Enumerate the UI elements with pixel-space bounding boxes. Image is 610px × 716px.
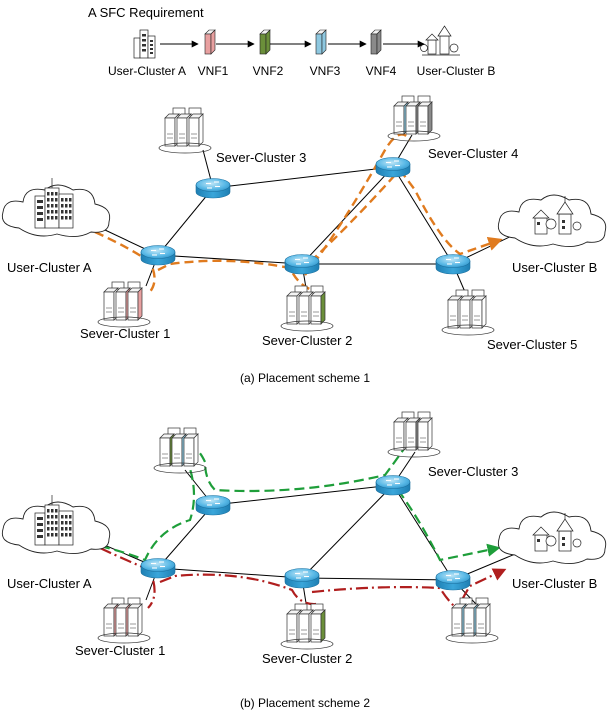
router-2 [284,254,320,275]
label-sever-cluster-4: Sever-Cluster 4 [428,146,518,161]
router-3 [195,178,231,199]
sever-cluster-3-rack [158,107,212,154]
vnf1-box-side [210,29,216,55]
router-5 [435,570,471,591]
sfc-label-2: VNF2 [253,64,284,78]
vnf2-box-side [265,29,271,55]
vnf1-box [204,33,212,55]
label-sever-cluster-3: Sever-Cluster 3 [428,464,518,479]
user-cluster-b-cloud [497,194,607,247]
placement-scheme-2: User-Cluster A User-Cluster B Sever-Clus… [1,411,607,710]
vnf4-box-side [376,29,382,55]
vnf2-box [259,33,267,55]
placement-scheme-1: User-Cluster A User-Cluster B Sever-Clus… [1,95,607,385]
vnf3-box [315,33,323,55]
caption-scheme-2: (b) Placement scheme 2 [240,696,370,710]
label-sever-cluster-2: Sever-Cluster 2 [262,651,352,666]
label-user-cluster-b: User-Cluster B [512,576,597,591]
sfc-requirement: A SFC Requirement User-Cluster A VNF1 VNF2… [88,5,495,78]
sever-cluster-1-rack [97,281,151,328]
sfc-label-3: VNF3 [310,64,341,78]
label-sever-cluster-3: Sever-Cluster 3 [216,150,306,165]
label-user-cluster-a: User-Cluster A [7,260,92,275]
label-sever-cluster-1: Sever-Cluster 1 [75,643,165,658]
vnf3-box-side [321,29,327,55]
user-cluster-a-cloud [1,178,111,237]
router-1 [140,245,176,266]
sfc-label-1: VNF1 [198,64,229,78]
sever-cluster-4-rack [387,95,441,142]
network-links [87,451,521,605]
caption-scheme-1: (a) Placement scheme 1 [240,371,370,385]
label-sever-cluster-1: Sever-Cluster 1 [80,326,170,341]
user-cluster-a-cloud [1,495,111,554]
sever-cluster-2-rack [280,285,334,332]
sever-cluster-2-rack [280,603,334,650]
sever-cluster-3-rack [387,411,441,458]
label-user-cluster-a: User-Cluster A [7,576,92,591]
router-4 [375,475,411,496]
router-5 [435,254,471,275]
router-2 [284,568,320,589]
sfc-chain: User-Cluster A VNF1 VNF2 VNF3 VNF4 User-Clust… [108,25,496,78]
sfc-title: A SFC Requirement [88,5,204,20]
sfc-user-cluster-b-icon [420,25,460,56]
sfc-label-4: VNF4 [366,64,397,78]
label-sever-cluster-2: Sever-Cluster 2 [262,333,352,348]
vnf4-box [370,33,378,55]
router-1 [140,558,176,579]
sever-cluster-vnf2-vnf3-rack [153,427,207,474]
sever-cluster-5-rack [441,289,495,336]
sfc-user-cluster-a-icon [133,29,156,59]
router-4 [375,157,411,178]
sfc-label-0: User-Cluster A [108,64,186,78]
label-sever-cluster-5: Sever-Cluster 5 [487,337,577,352]
label-user-cluster-b: User-Cluster B [512,260,597,275]
path-scheme-2-green [99,439,498,562]
user-cluster-b-cloud [497,511,607,564]
router-3 [195,495,231,516]
sever-cluster-vnf3-rack [445,597,499,644]
sever-cluster-1-rack [97,597,151,644]
sfc-label-5: User-Cluster B [417,64,496,78]
